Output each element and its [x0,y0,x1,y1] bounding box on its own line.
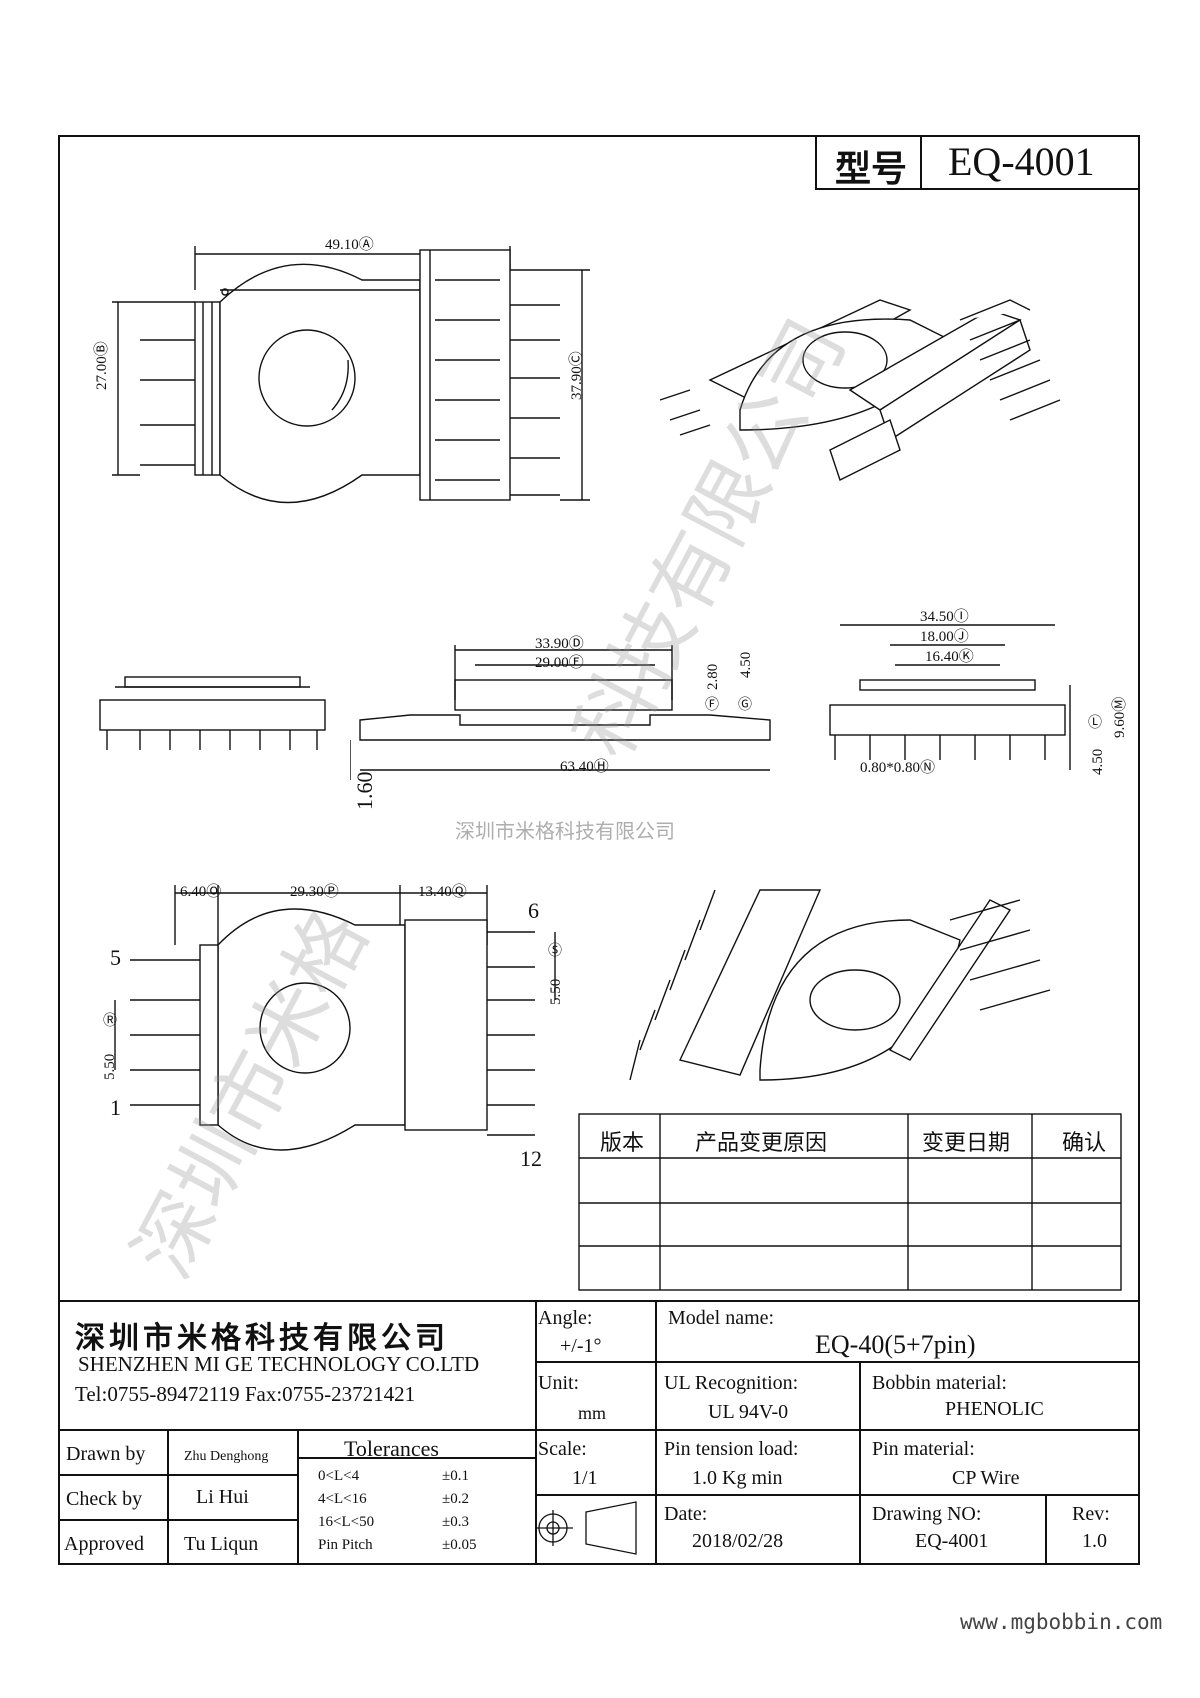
isometric-view-bottom [629,889,1051,1081]
tension-label: Pin tension load: [664,1438,799,1460]
dim-h-left: 1.60 [352,771,377,811]
dim-K: 16.40Ⓚ [925,649,974,665]
tol-value-4: ±0.05 [442,1537,477,1553]
model-value: EQ-4001 [948,139,1095,184]
tol-value-2: ±0.2 [442,1491,469,1507]
side-view-center [350,645,771,780]
tolerances-label: Tolerances [344,1436,439,1461]
tol-range-3: 16<L<50 [318,1514,375,1530]
top-view-drawing [112,246,590,504]
dim-g-val: 4.50 [738,651,754,678]
check-by-value: Li Hui [196,1486,249,1508]
dim-L: Ⓛ [1088,716,1102,731]
dim-H: 63.40Ⓗ [560,759,609,775]
title-block-grid [58,1300,1140,1565]
scale-label: Scale: [538,1438,587,1460]
tension-value: 1.0 Kg min [692,1467,783,1489]
pin-material-label: Pin material: [872,1438,975,1460]
dim-D: 33.90Ⓓ [535,636,584,652]
bobbin-label: Bobbin material: [872,1372,1007,1394]
approved-label: Approved [64,1533,144,1555]
dim-f-val: 2.80 [705,663,721,690]
rev-label: Rev: [1072,1503,1110,1525]
dim-J: 18.00Ⓙ [920,629,969,645]
dim-S: Ⓢ [548,944,562,959]
rev-col-confirm: 确认 [1062,1131,1107,1156]
dim-C: 37.90Ⓒ [569,351,585,400]
dim-M: 9.60Ⓜ [1112,696,1128,738]
tol-value-3: ±0.3 [442,1514,469,1530]
ul-label: UL Recognition: [664,1372,799,1394]
dim-O: 6.40Ⓞ [180,884,222,900]
date-label: Date: [664,1503,708,1525]
rev-col-date: 变更日期 [922,1131,1011,1156]
side-view-left [99,676,326,750]
unit-value: mm [578,1403,607,1423]
angle-value: +/-1° [560,1335,602,1357]
side-view-right [829,624,1071,770]
dim-F: Ⓕ [705,698,719,713]
angle-label: Angle: [538,1307,593,1329]
dim-R: Ⓡ [103,1014,117,1029]
dim-B: 27.00Ⓑ [94,341,110,390]
dim-I: 34.50Ⓘ [920,609,969,625]
model-name-label: Model name: [668,1307,775,1329]
drawing-no-value: EQ-4001 [915,1530,989,1552]
revision-table [578,1113,1122,1291]
drawing-no-label: Drawing NO: [872,1503,982,1525]
isometric-view-top [659,299,1061,481]
rev-col-version: 版本 [600,1131,645,1156]
check-by-label: Check by [66,1488,143,1510]
dim-l-val: 4.50 [1090,748,1106,775]
date-value: 2018/02/28 [692,1530,784,1552]
pin-12-label: 12 [520,1146,542,1171]
tol-value-1: ±0.1 [442,1468,469,1484]
drawing-frame [58,135,1140,1565]
approved-value: Tu Liqun [184,1533,259,1555]
drawn-by-label: Drawn by [66,1443,146,1465]
dim-r-val: 5.50 [102,1053,118,1080]
dim-G: Ⓖ [738,698,752,713]
dim-Q: 13.40Ⓠ [418,884,467,900]
company-name-en: SHENZHEN MI GE TECHNOLOGY CO.LTD [78,1352,480,1376]
tol-range-4: Pin Pitch [318,1537,373,1553]
company-contact: Tel:0755-89472119 Fax:0755-23721421 [75,1382,416,1406]
dim-E: 29.00Ⓔ [535,655,584,671]
pin-material-value: CP Wire [952,1467,1020,1489]
tol-range-2: 4<L<16 [318,1491,367,1507]
model-header-divider [920,135,922,190]
model-header-box [815,135,1140,190]
model-label: 型号 [835,149,908,190]
dim-N: 0.80*0.80Ⓝ [860,760,936,776]
pin-1-label: 1 [110,1095,121,1120]
model-name-value: EQ-40(5+7pin) [815,1330,976,1359]
pin-6-label: 6 [528,898,539,923]
scale-value: 1/1 [572,1467,598,1489]
company-name-cn: 深圳市米格科技有限公司 [75,1321,449,1356]
bobbin-value: PHENOLIC [945,1398,1044,1420]
dim-A: 49.10Ⓐ [325,237,374,253]
rev-value: 1.0 [1082,1530,1107,1552]
pinout-view [114,885,556,1151]
unit-label: Unit: [538,1372,580,1394]
website-url[interactable]: www.mgbobbin.com [960,1610,1163,1634]
tol-range-1: 0<L<4 [318,1468,360,1484]
watermark-center: 深圳市米格科技有限公司 [455,819,675,843]
dim-s-val: 5.50 [548,978,564,1005]
pin-5-label: 5 [110,945,121,970]
dim-P: 29.30Ⓟ [290,884,339,900]
drawn-by-value: Zhu Denghong [184,1449,269,1464]
rev-col-reason: 产品变更原因 [695,1131,828,1156]
ul-value: UL 94V-0 [708,1401,789,1423]
